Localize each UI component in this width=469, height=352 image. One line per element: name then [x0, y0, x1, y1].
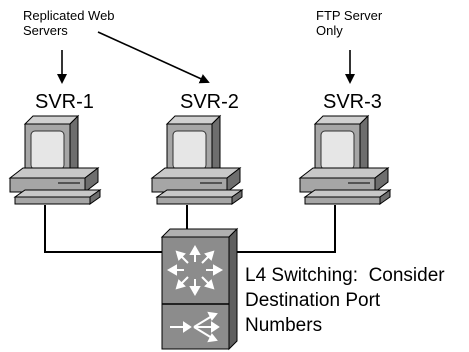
- workstation-icon: [298, 114, 392, 205]
- annotation-replicated-line1: Replicated Web: [23, 8, 115, 23]
- annotation-ftp-line2: Only: [316, 23, 343, 38]
- starburst-icon: [166, 244, 224, 297]
- switch-description-line2: Destination Port: [245, 290, 381, 311]
- link-svr1-switch: [44, 205, 162, 253]
- arrow-replicated-to-svr2: [97, 31, 210, 84]
- workstation-icon: [8, 114, 102, 205]
- switch-description-line3: Numbers: [245, 315, 323, 336]
- switch-description-line1: L4 Switching: Consider: [245, 265, 445, 286]
- link-svr3-switch: [236, 205, 336, 253]
- server-label-svr1: SVR-1: [35, 91, 94, 113]
- routing-arrows-icon: [170, 311, 220, 343]
- annotation-replicated-line2: Servers: [23, 23, 68, 38]
- annotation-ftp-line1: FTP Server: [316, 8, 383, 23]
- multilayer-switch-icon: [160, 227, 239, 351]
- server-label-svr2: SVR-2: [180, 91, 239, 113]
- server-label-svr3: SVR-3: [323, 91, 382, 113]
- workstation-icon: [150, 114, 244, 205]
